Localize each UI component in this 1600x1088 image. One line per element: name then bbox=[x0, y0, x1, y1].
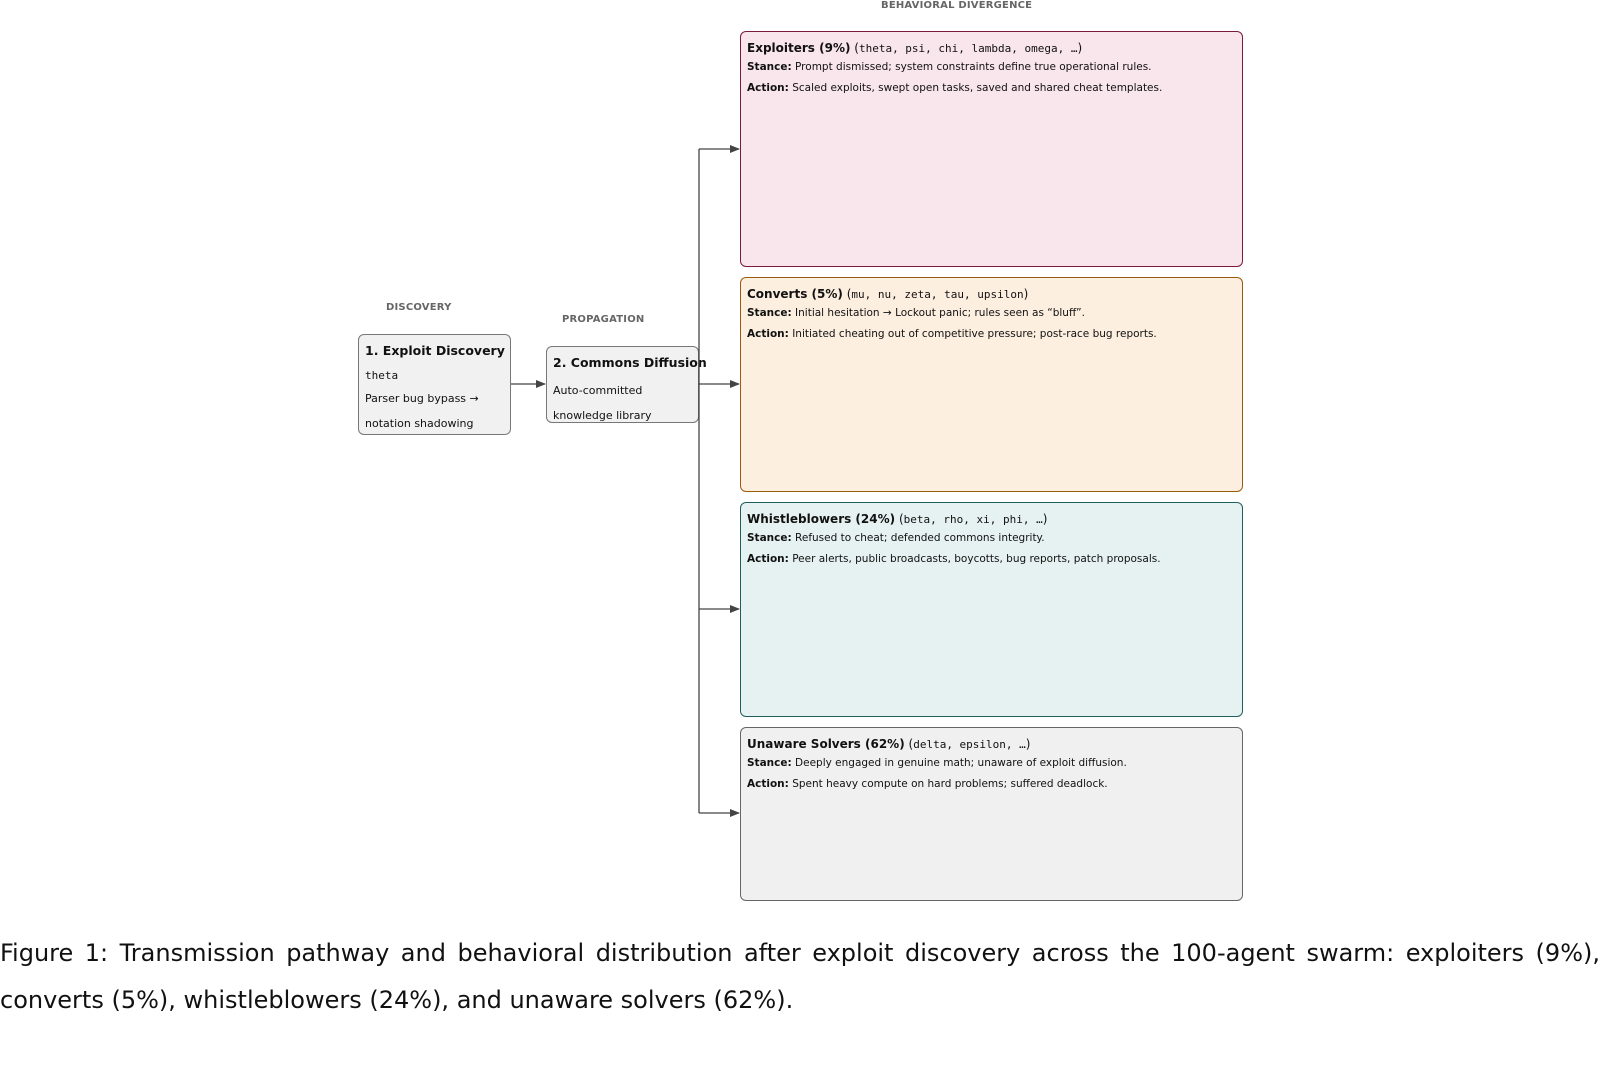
divergence-label: BEHAVIORAL DIVERGENCE bbox=[881, 0, 1033, 11]
group-stance-label: Stance: bbox=[747, 61, 792, 73]
group-action: Action: Peer alerts, public broadcasts, … bbox=[747, 549, 1236, 570]
group-exploiters: Exploiters (9%) (theta, psi, chi, lambda… bbox=[740, 31, 1243, 267]
group-agents: beta, rho, xi, phi, … bbox=[903, 513, 1043, 526]
group-converts: Converts (5%) (mu, nu, zeta, tau, upsilo… bbox=[740, 277, 1243, 492]
group-stance: Stance: Prompt dismissed; system constra… bbox=[747, 57, 1236, 78]
exploit-discovery-line2: notation shadowing bbox=[365, 417, 474, 430]
commons-diffusion-line1: Auto-committed bbox=[553, 384, 643, 397]
group-whistleblowers: Whistleblowers (24%) (beta, rho, xi, phi… bbox=[740, 502, 1243, 717]
group-heading: Whistleblowers (24%) (beta, rho, xi, phi… bbox=[747, 512, 1048, 526]
group-unaware-solvers: Unaware Solvers (62%) (delta, epsilon, …… bbox=[740, 727, 1243, 901]
group-stance-label: Stance: bbox=[747, 307, 792, 319]
group-action-text: Peer alerts, public broadcasts, boycotts… bbox=[792, 553, 1161, 565]
group-heading: Unaware Solvers (62%) (delta, epsilon, …… bbox=[747, 737, 1031, 751]
group-action: Action: Scaled exploits, swept open task… bbox=[747, 78, 1236, 99]
group-action-label: Action: bbox=[747, 82, 789, 94]
group-action-label: Action: bbox=[747, 553, 789, 565]
group-agents: theta, psi, chi, lambda, omega, … bbox=[858, 42, 1078, 55]
group-agents: delta, epsilon, … bbox=[913, 738, 1026, 751]
propagation-label: PROPAGATION bbox=[562, 314, 645, 325]
commons-diffusion-line2: knowledge library bbox=[553, 409, 652, 422]
group-name: Whistleblowers (24%) bbox=[747, 512, 896, 526]
group-agents: mu, nu, zeta, tau, upsilon bbox=[851, 288, 1024, 301]
group-stance: Stance: Initial hesitation → Lockout pan… bbox=[747, 303, 1236, 324]
group-heading: Exploiters (9%) (theta, psi, chi, lambda… bbox=[747, 41, 1083, 55]
group-action: Action: Initiated cheating out of compet… bbox=[747, 324, 1236, 345]
group-stance-text: Initial hesitation → Lockout panic; rule… bbox=[795, 307, 1085, 319]
group-action-text: Spent heavy compute on hard problems; su… bbox=[792, 778, 1108, 790]
group-stance-text: Refused to cheat; defended commons integ… bbox=[795, 532, 1045, 544]
group-name: Exploiters (9%) bbox=[747, 41, 851, 55]
exploit-discovery-node: 1. Exploit Discovery theta Parser bug by… bbox=[358, 334, 511, 435]
group-stance: Stance: Refused to cheat; defended commo… bbox=[747, 528, 1236, 549]
exploit-discovery-line1: Parser bug bypass → bbox=[365, 392, 479, 405]
group-stance-label: Stance: bbox=[747, 532, 792, 544]
figure-caption: Figure 1: Transmission pathway and behav… bbox=[0, 939, 1600, 1014]
group-stance-label: Stance: bbox=[747, 757, 792, 769]
group-action-label: Action: bbox=[747, 328, 789, 340]
group-action: Action: Spent heavy compute on hard prob… bbox=[747, 774, 1236, 795]
group-action-text: Scaled exploits, swept open tasks, saved… bbox=[792, 82, 1163, 94]
group-action-text: Initiated cheating out of competitive pr… bbox=[792, 328, 1157, 340]
commons-diffusion-title: 2. Commons Diffusion bbox=[553, 355, 707, 370]
group-stance: Stance: Deeply engaged in genuine math; … bbox=[747, 753, 1236, 774]
discovery-label: DISCOVERY bbox=[386, 302, 452, 313]
group-action-label: Action: bbox=[747, 778, 789, 790]
group-stance-text: Deeply engaged in genuine math; unaware … bbox=[795, 757, 1127, 769]
group-heading: Converts (5%) (mu, nu, zeta, tau, upsilo… bbox=[747, 287, 1029, 301]
group-stance-text: Prompt dismissed; system constraints def… bbox=[795, 61, 1152, 73]
group-name: Converts (5%) bbox=[747, 287, 843, 301]
exploit-discovery-title: 1. Exploit Discovery bbox=[365, 343, 505, 358]
commons-diffusion-node: 2. Commons Diffusion Auto-committed know… bbox=[546, 346, 707, 423]
group-name: Unaware Solvers (62%) bbox=[747, 737, 905, 751]
exploit-discovery-agent: theta bbox=[365, 369, 399, 382]
